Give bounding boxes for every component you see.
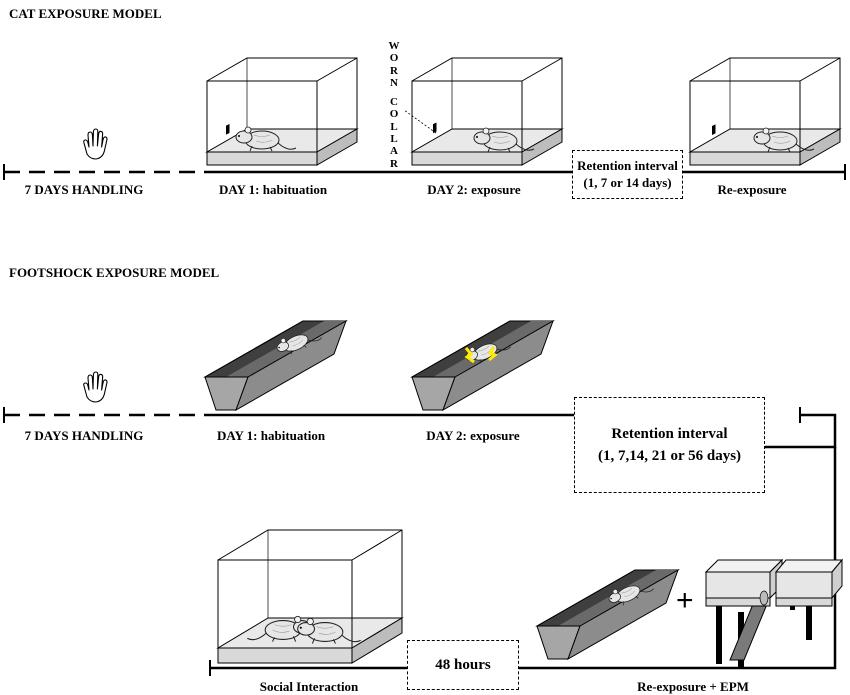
cat-cage-day2 xyxy=(403,57,564,166)
footshock-handling-label: 7 DAYS HANDLING xyxy=(24,428,144,443)
cat-handling-label: 7 DAYS HANDLING xyxy=(24,182,144,197)
plus-sign: + xyxy=(676,584,694,617)
footshock-retention-line2: (1, 7,14, 21 or 56 days) xyxy=(597,448,742,464)
cat-retention-line1: Retention interval xyxy=(577,157,678,173)
footshock-trough-day1 xyxy=(203,319,348,412)
cat-model-title: CAT EXPOSURE MODEL xyxy=(9,6,162,21)
vertical-letter: C xyxy=(390,96,398,108)
cat-day2-label: DAY 2: exposure xyxy=(427,182,521,197)
vertical-letter: R xyxy=(390,157,398,170)
vertical-letter: A xyxy=(390,145,398,158)
hand-icon xyxy=(83,128,108,160)
connector-line xyxy=(765,413,837,449)
vertical-letter: L xyxy=(390,120,398,133)
social-interaction-label: Social Interaction xyxy=(259,679,359,694)
cat-reexposure-label: Re-exposure xyxy=(717,182,787,197)
vertical-letter: N xyxy=(390,76,398,89)
cat-cage-reexposure xyxy=(688,57,842,166)
vertical-letter: R xyxy=(390,64,398,77)
hand-icon xyxy=(83,371,108,403)
bottom-connector-line xyxy=(553,447,837,670)
shock-icon xyxy=(464,346,498,364)
collar-pointer xyxy=(403,109,437,134)
footshock-day1-label: DAY 1: habituation xyxy=(216,428,326,443)
hours-label: 48 hours xyxy=(435,656,491,673)
reexposure-trough xyxy=(535,568,680,661)
vertical-letter: L xyxy=(390,132,398,145)
hours-interval-box: 48 hours xyxy=(407,640,519,690)
footshock-retention-interval-box: Retention interval (1, 7,14, 21 or 56 da… xyxy=(574,397,765,493)
vertical-letter: O xyxy=(389,108,399,121)
vertical-letter: O xyxy=(389,52,399,65)
cat-retention-interval-box: Retention interval (1, 7 or 14 days) xyxy=(572,150,683,199)
cat-day1-label: DAY 1: habituation xyxy=(218,182,328,197)
cat-retention-line2: (1, 7 or 14 days) xyxy=(583,174,672,190)
reexposure-epm-label: Re-exposure + EPM xyxy=(637,679,749,694)
elevated-plus-maze xyxy=(704,558,844,668)
footshock-model-title: FOOTSHOCK EXPOSURE MODEL xyxy=(9,265,220,280)
cat-cage-day1 xyxy=(205,57,359,166)
social-interaction-cage xyxy=(216,529,404,664)
footshock-retention-line1: Retention interval xyxy=(611,425,728,442)
footshock-trough-day2 xyxy=(410,319,555,412)
footshock-day2-label: DAY 2: exposure xyxy=(426,428,520,443)
vertical-letter: W xyxy=(388,40,400,52)
